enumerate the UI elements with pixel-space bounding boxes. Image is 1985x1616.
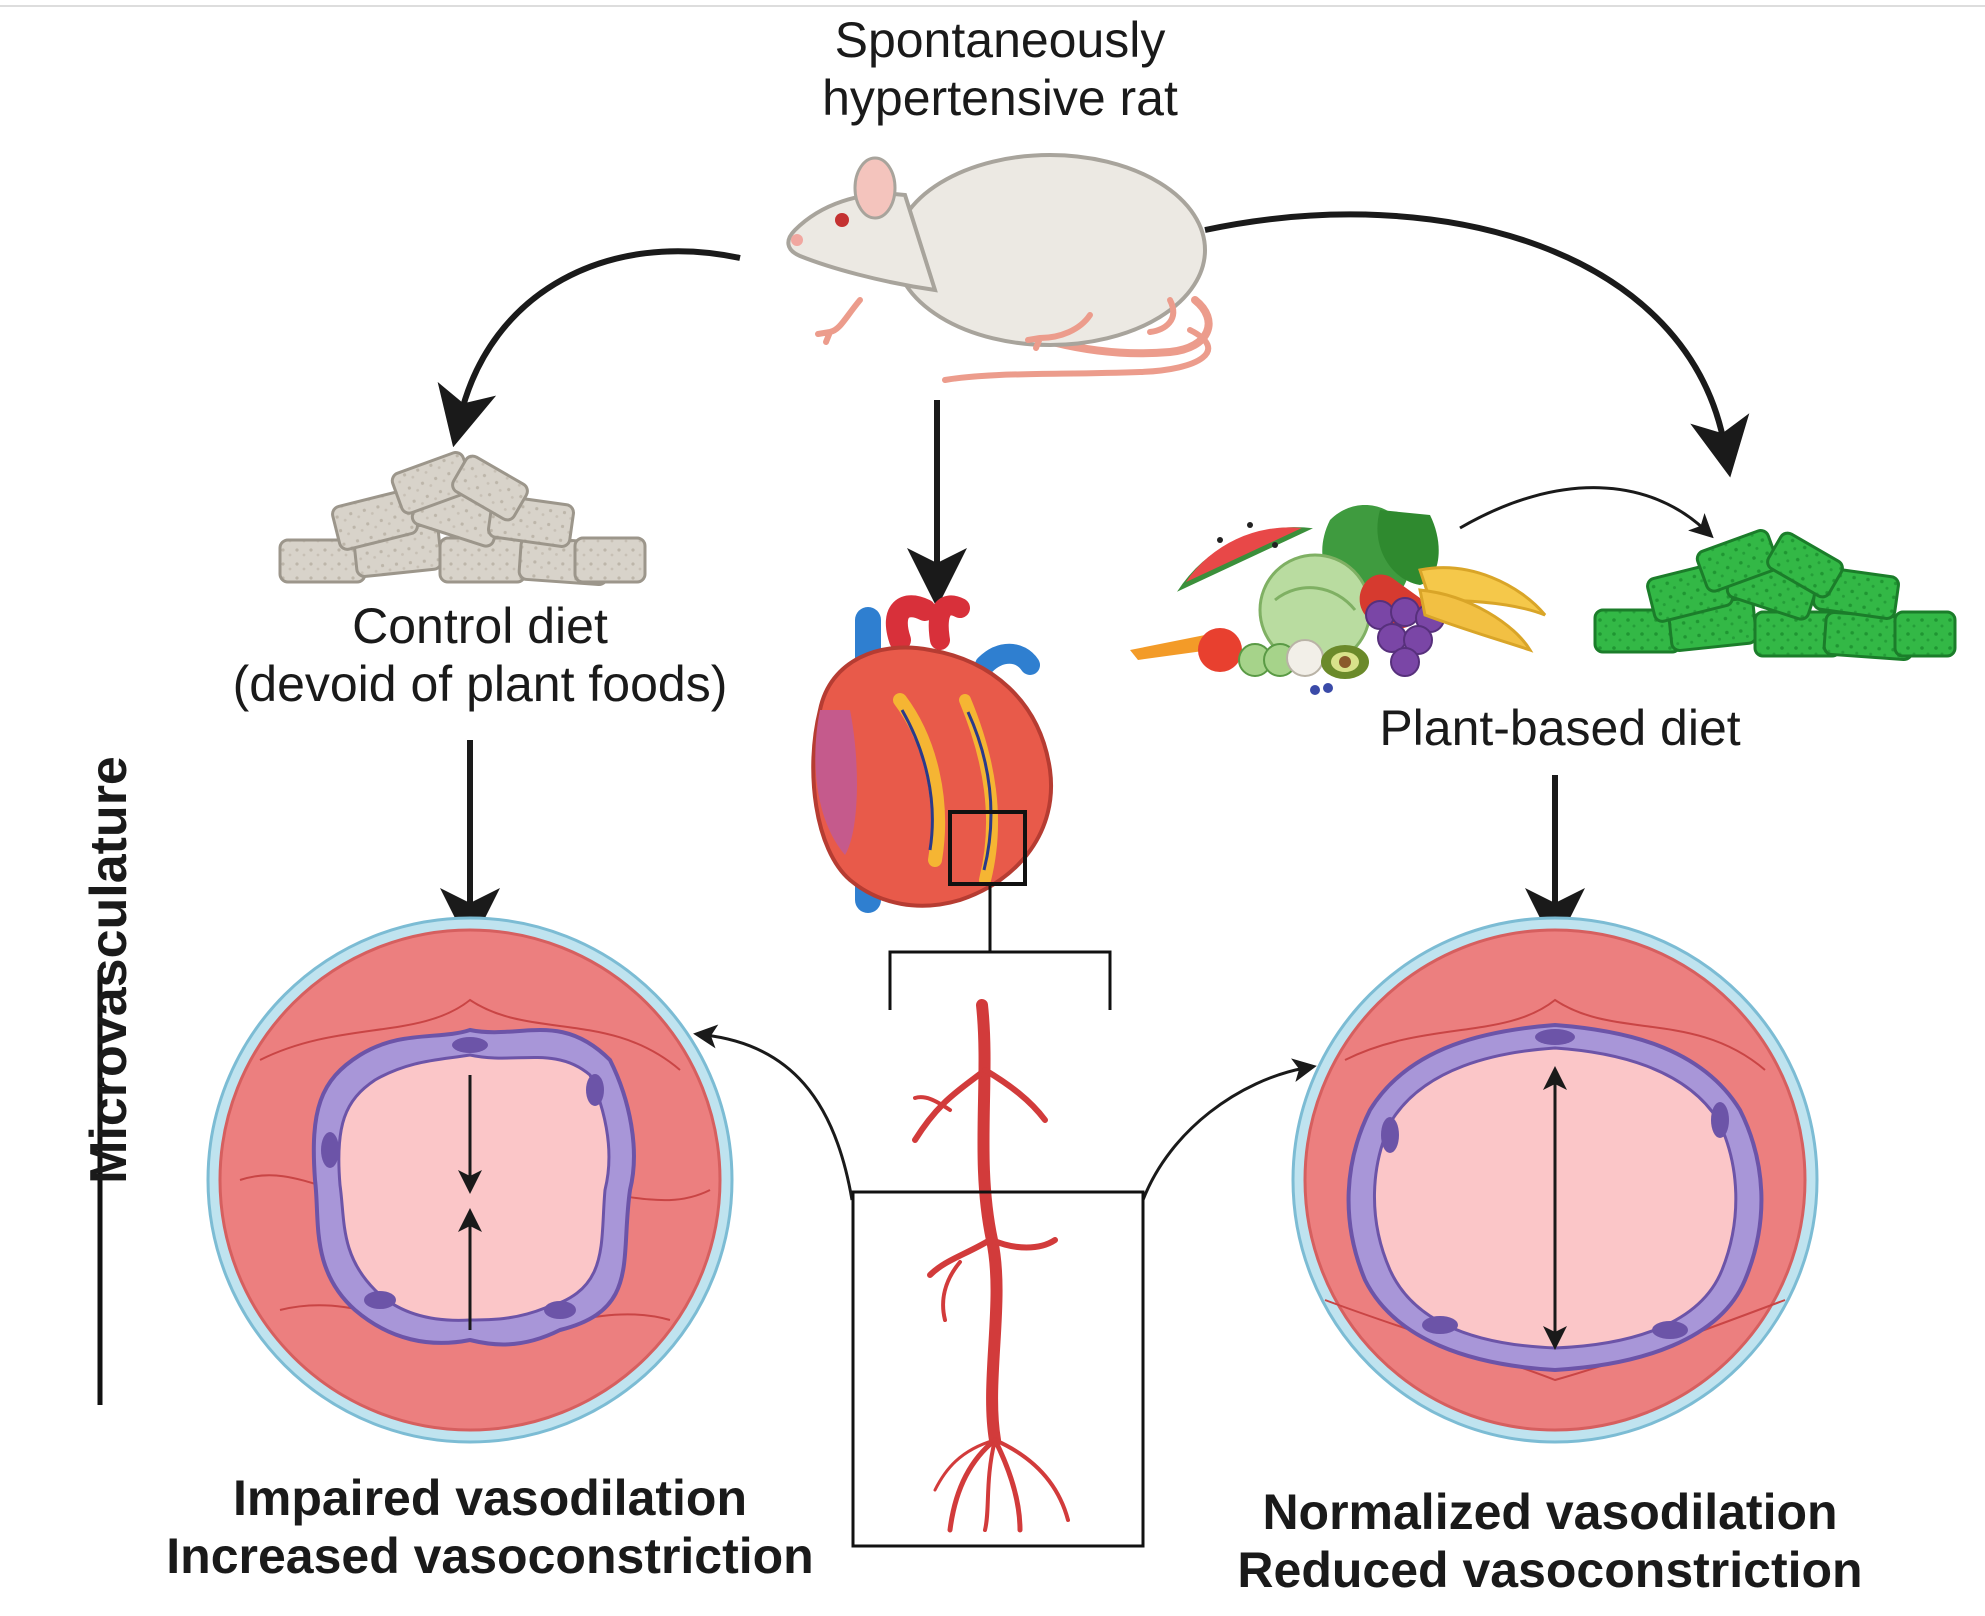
vessel-cross-section-icon xyxy=(206,916,734,1444)
rat-label-line2: hypertensive rat xyxy=(822,69,1178,126)
arrow-tree-to-right-vessel xyxy=(1141,1058,1317,1201)
plant-foods-icon xyxy=(1130,505,1547,695)
right-outcome-line2: Reduced vasoconstriction xyxy=(1237,1541,1863,1598)
control-diet-label: Control diet (devoid of plant foods) xyxy=(140,598,820,713)
microvasculature-label: Microvasculature xyxy=(80,756,138,1184)
arrow-foods-to-chow xyxy=(1459,486,1714,539)
control-chow-icon xyxy=(278,451,647,586)
left-outcome-line1: Impaired vasodilation xyxy=(232,1470,747,1526)
arrow-rat-to-plant xyxy=(1204,211,1750,478)
control-diet-line2: (devoid of plant foods) xyxy=(232,655,728,712)
arrow-tree-to-left-vessel xyxy=(693,1024,854,1201)
vessel-cross-section-icon xyxy=(1291,916,1819,1444)
green-chow-icon xyxy=(1593,529,1957,661)
artery-tree-icon xyxy=(912,999,1070,1533)
control-diet-line1: Control diet xyxy=(352,598,608,654)
tree-zoom-box xyxy=(851,1190,1145,1548)
left-outcome-label: Impaired vasodilation Increased vasocons… xyxy=(60,1470,920,1585)
right-outcome-line1: Normalized vasodilation xyxy=(1262,1484,1838,1540)
rat-label: Spontaneously hypertensive rat xyxy=(690,12,1310,127)
rat-icon xyxy=(786,153,1213,383)
bracket xyxy=(888,950,1112,1010)
left-outcome-line2: Increased vasoconstriction xyxy=(166,1527,814,1584)
plant-diet-label: Plant-based diet xyxy=(1379,700,1741,756)
heart-icon xyxy=(811,595,1054,913)
rat-label-line1: Spontaneously xyxy=(834,12,1166,68)
arrow-rat-to-control xyxy=(437,248,741,448)
right-outcome-label: Normalized vasodilation Reduced vasocons… xyxy=(1120,1484,1980,1599)
